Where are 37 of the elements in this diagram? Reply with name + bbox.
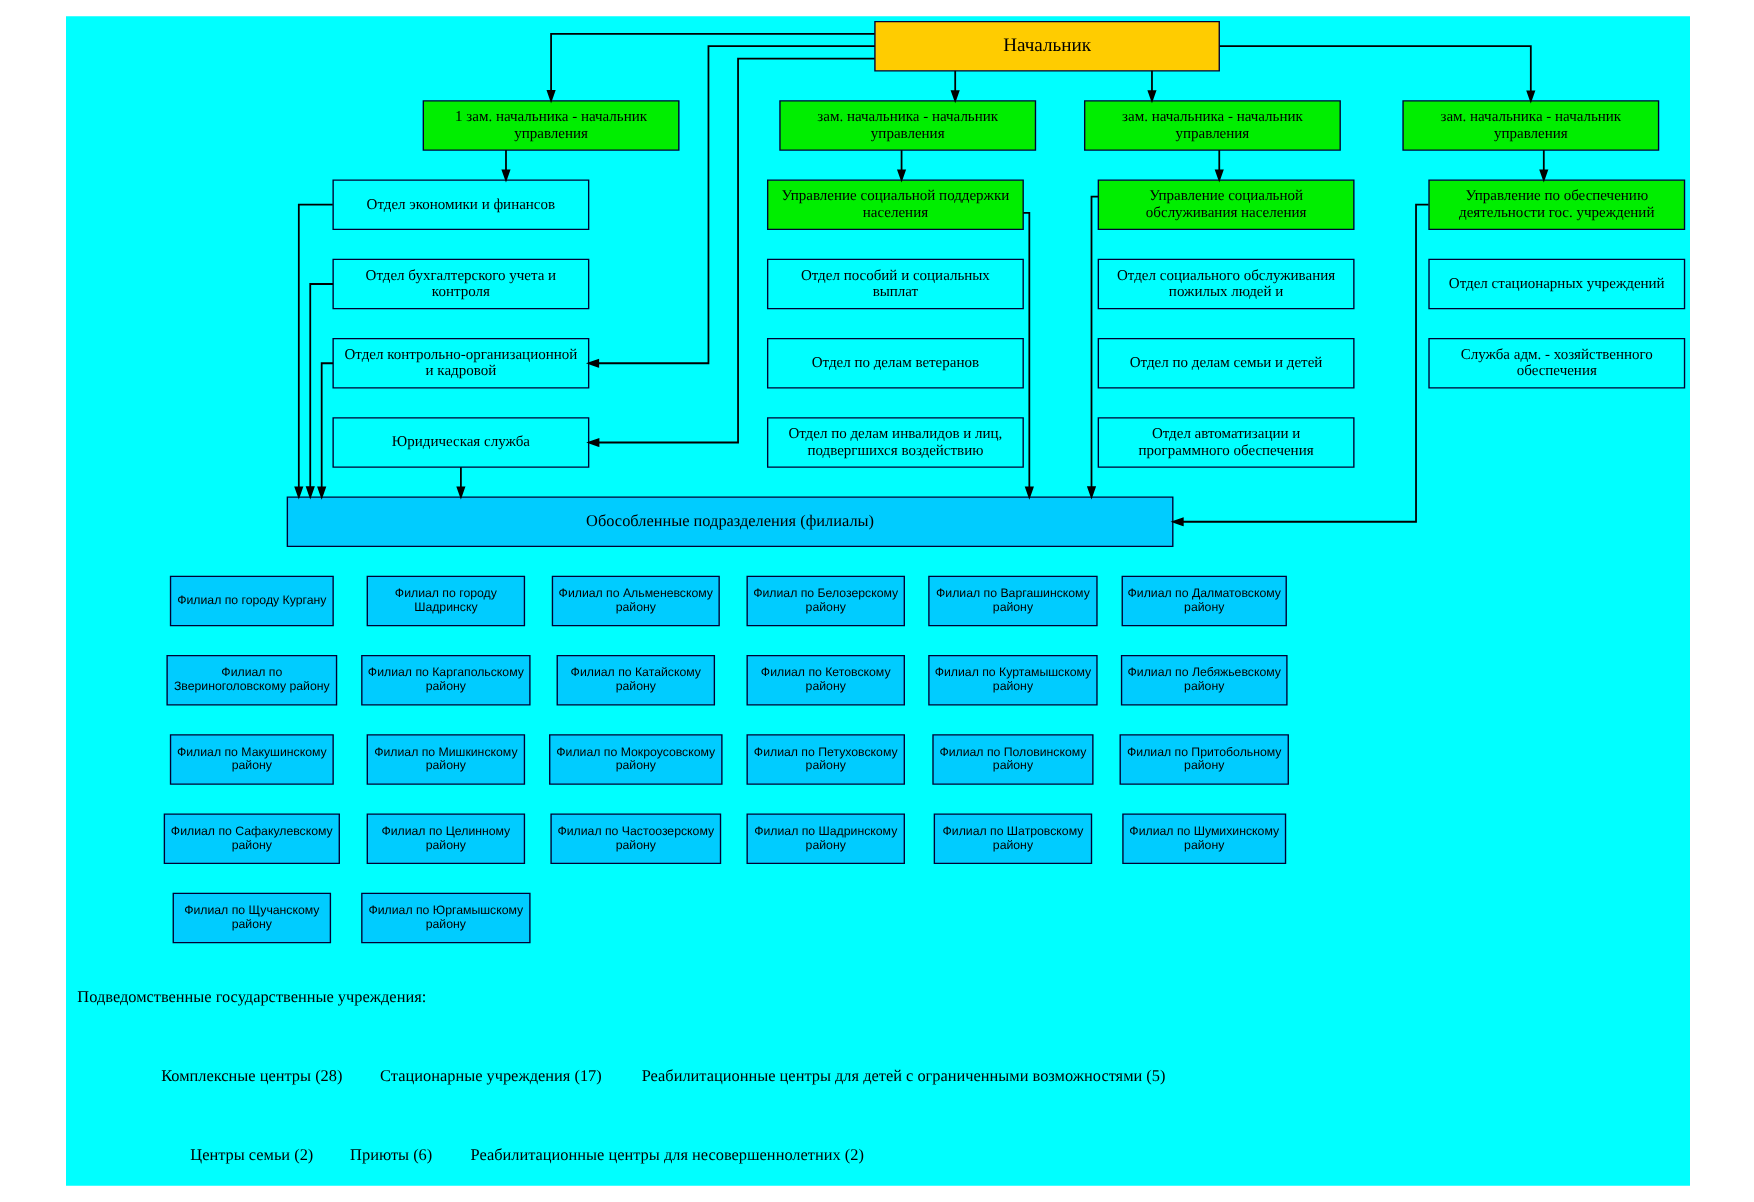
arrow <box>1021 212 1033 500</box>
arrow <box>584 45 875 368</box>
node-box: Служба адм. - хозяйственного обеспечения <box>1427 337 1685 389</box>
arrow <box>500 149 510 183</box>
node-box: Управление социальной поддержки населения <box>765 179 1023 230</box>
node-box: Отдел по делам ветеранов <box>765 337 1023 389</box>
node-box: Начальник <box>873 20 1219 72</box>
node-box: Управление по обеспечению деятельности гос. учреждений <box>1427 179 1685 230</box>
node-box: зам. начальника - начальник управления <box>1401 100 1659 151</box>
arrow <box>304 283 333 500</box>
node-box: Отдел контрольно-организационной и кадровой <box>331 337 589 389</box>
arrow <box>1085 195 1098 500</box>
arrow <box>293 203 333 500</box>
node-box: Отдел по делам инвалидов и лиц, подвергшихся воздействию <box>765 417 1023 468</box>
node-box: Отдел по делам семьи и детей <box>1096 337 1354 389</box>
node-box: зам. начальника - начальник управления <box>1083 100 1340 151</box>
node-box: зам. начальника - начальник управления <box>778 100 1036 151</box>
node-box: Отдел стационарных учреждений <box>1427 258 1685 310</box>
arrow <box>895 149 906 183</box>
node-box: Отдел бухгалтерского учета и контроля <box>331 258 589 310</box>
arrow <box>455 466 465 500</box>
node-box: Юридическая служба <box>331 417 589 468</box>
arrow <box>1538 149 1548 183</box>
arrow <box>316 362 333 500</box>
node-box: Управление социальной обслуживания населения <box>1096 179 1354 230</box>
node-box: Отдел социального обслуживания пожилых людей и <box>1096 258 1354 310</box>
arrow <box>545 33 875 104</box>
node-box: Отдел пособий и социальных выплат <box>765 258 1023 310</box>
arrow <box>949 70 959 104</box>
node-box: Отдел экономики и финансов <box>331 179 589 230</box>
arrow <box>1217 45 1535 104</box>
node-box: Отдел автоматизации и программного обеспечения <box>1096 417 1354 468</box>
node-box: 1 зам. начальника - начальник управления <box>421 100 679 151</box>
arrow <box>585 57 875 448</box>
arrow <box>1146 70 1156 104</box>
arrow <box>1213 149 1223 183</box>
arrow <box>1169 203 1429 527</box>
